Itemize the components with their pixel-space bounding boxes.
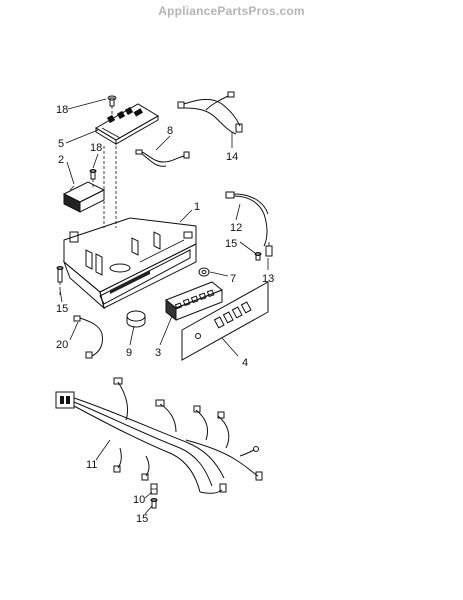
callout-8: 8 [167,125,173,137]
part-4-control-panel[interactable] [181,281,269,361]
part-10-clip[interactable] [150,483,158,495]
callout-20: 20 [56,339,68,351]
callout-15-right: 15 [225,238,237,250]
part-7-grommet[interactable] [198,267,210,277]
callout-18-lower: 18 [90,142,102,154]
callout-7: 7 [230,273,236,285]
callout-9: 9 [126,347,132,359]
callout-15-bottom: 15 [136,513,148,525]
part-8-wire-harness[interactable] [135,149,190,167]
callout-5: 5 [58,138,64,150]
part-14-wire-harness[interactable] [177,91,243,135]
leader-lines [59,98,269,515]
part-18-screw-lower[interactable] [89,169,97,180]
callout-1: 1 [194,201,200,213]
callout-14: 14 [226,151,238,163]
callout-2: 2 [58,154,64,166]
part-3-switch-board[interactable] [165,281,223,322]
callout-4: 4 [242,357,248,369]
callout-15-left: 15 [56,303,68,315]
callout-18-top: 18 [56,104,68,116]
callout-3: 3 [155,347,161,359]
part-12-wire-harness[interactable] [225,191,269,247]
part-20-sensor-wire[interactable] [73,315,103,359]
part-15-screw-left[interactable] [56,266,64,283]
part-2-module[interactable] [62,181,106,213]
part-15-screw-right[interactable] [254,252,262,261]
part-18-screw-top[interactable] [107,95,117,107]
part-15-screw-bottom[interactable] [150,498,158,509]
part-11-main-wire-harness[interactable] [55,377,263,494]
callout-13: 13 [262,273,274,285]
callout-11: 11 [86,459,97,471]
callout-12: 12 [230,222,242,234]
watermark-text: AppliancePartsPros.com [158,4,305,18]
part-5-control-board[interactable] [95,103,159,145]
part-9-cap[interactable] [126,310,146,328]
callout-10: 10 [133,494,145,506]
part-13-connector[interactable] [265,242,273,257]
callout-labels: 18 5 2 18 8 14 1 12 15 13 7 3 4 9 15 20 … [56,104,274,525]
part-1-control-housing[interactable] [62,217,197,310]
